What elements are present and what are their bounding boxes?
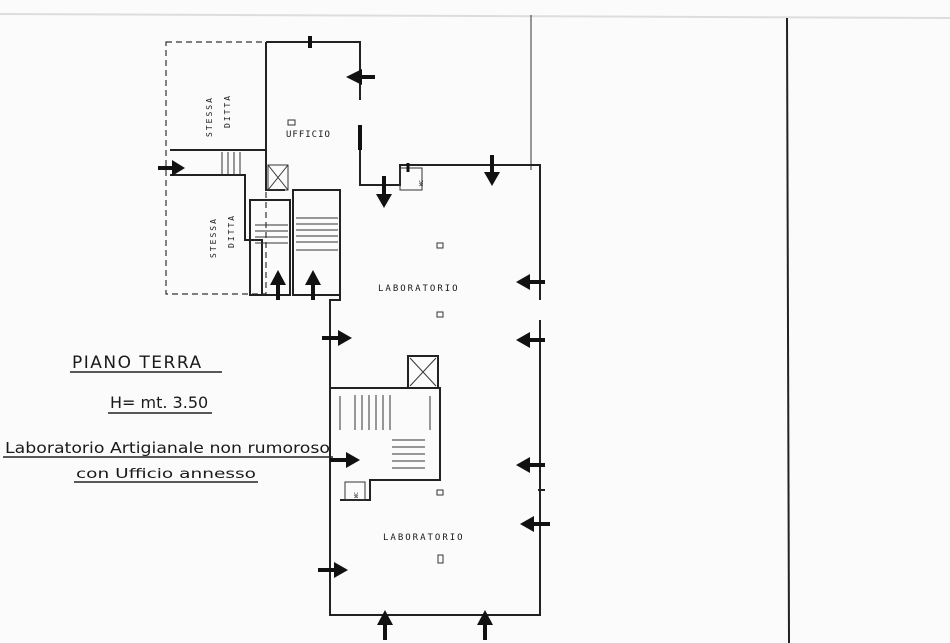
sheet-edge <box>0 13 950 19</box>
arrow-icon <box>516 332 545 348</box>
room-label-wc-upper: WC <box>419 180 425 186</box>
floor-height: H= mt. 3.50 <box>110 393 208 412</box>
arrow-icon <box>158 160 185 176</box>
use-description-line-2: con Ufficio annesso <box>76 467 256 482</box>
arrow-icon <box>346 69 375 85</box>
entrance-arrows <box>158 69 550 640</box>
arrow-icon <box>516 274 545 290</box>
arrow-icon <box>270 270 286 300</box>
arrow-icon <box>377 610 393 640</box>
stair-core-walls <box>330 387 441 501</box>
wc-lower <box>344 481 366 501</box>
column <box>287 119 296 126</box>
column <box>437 554 444 564</box>
sheet-fold-line <box>786 17 790 643</box>
stair-steps-core <box>339 395 431 469</box>
arrow-icon <box>376 176 392 208</box>
laboratory-outer-walls <box>329 164 541 616</box>
arrow-icon <box>520 516 550 532</box>
column <box>436 489 444 496</box>
room-label-stessa-2: STESSA <box>209 217 218 258</box>
arrow-icon <box>330 452 360 468</box>
wc-upper <box>399 167 423 191</box>
column <box>436 311 444 318</box>
corridor-walls <box>170 149 267 295</box>
arrow-icon <box>305 270 321 300</box>
elevator-cross-icon <box>267 164 289 191</box>
use-description-line-1: Laboratorio Artigianale non rumoroso <box>5 439 330 457</box>
office-walls <box>265 41 380 191</box>
arrow-icon <box>484 155 500 186</box>
arrow-icon <box>318 562 348 578</box>
floor-title: PIANO TERRA <box>72 353 203 373</box>
elevator-cross-icon <box>409 357 437 387</box>
room-label-ufficio: UFFICIO <box>286 130 331 140</box>
room-label-laboratorio-upper: LABORATORIO <box>378 284 460 294</box>
stair-steps-middle <box>255 217 338 251</box>
room-label-ditta-2: DITTA <box>227 214 236 248</box>
room-label-stessa-1: STESSA <box>205 96 214 137</box>
room-label-laboratorio-lower: LABORATORIO <box>383 533 465 543</box>
arrow-icon <box>322 330 352 346</box>
room-label-ditta-1: DITTA <box>223 94 232 128</box>
column <box>436 242 444 249</box>
room-label-wc-lower: WC <box>354 492 360 498</box>
elevator-shaft-1 <box>267 164 289 191</box>
stairwell-1 <box>249 199 291 296</box>
stair-steps-left <box>221 152 241 175</box>
arrow-icon <box>477 610 493 640</box>
arrow-icon <box>516 457 545 473</box>
